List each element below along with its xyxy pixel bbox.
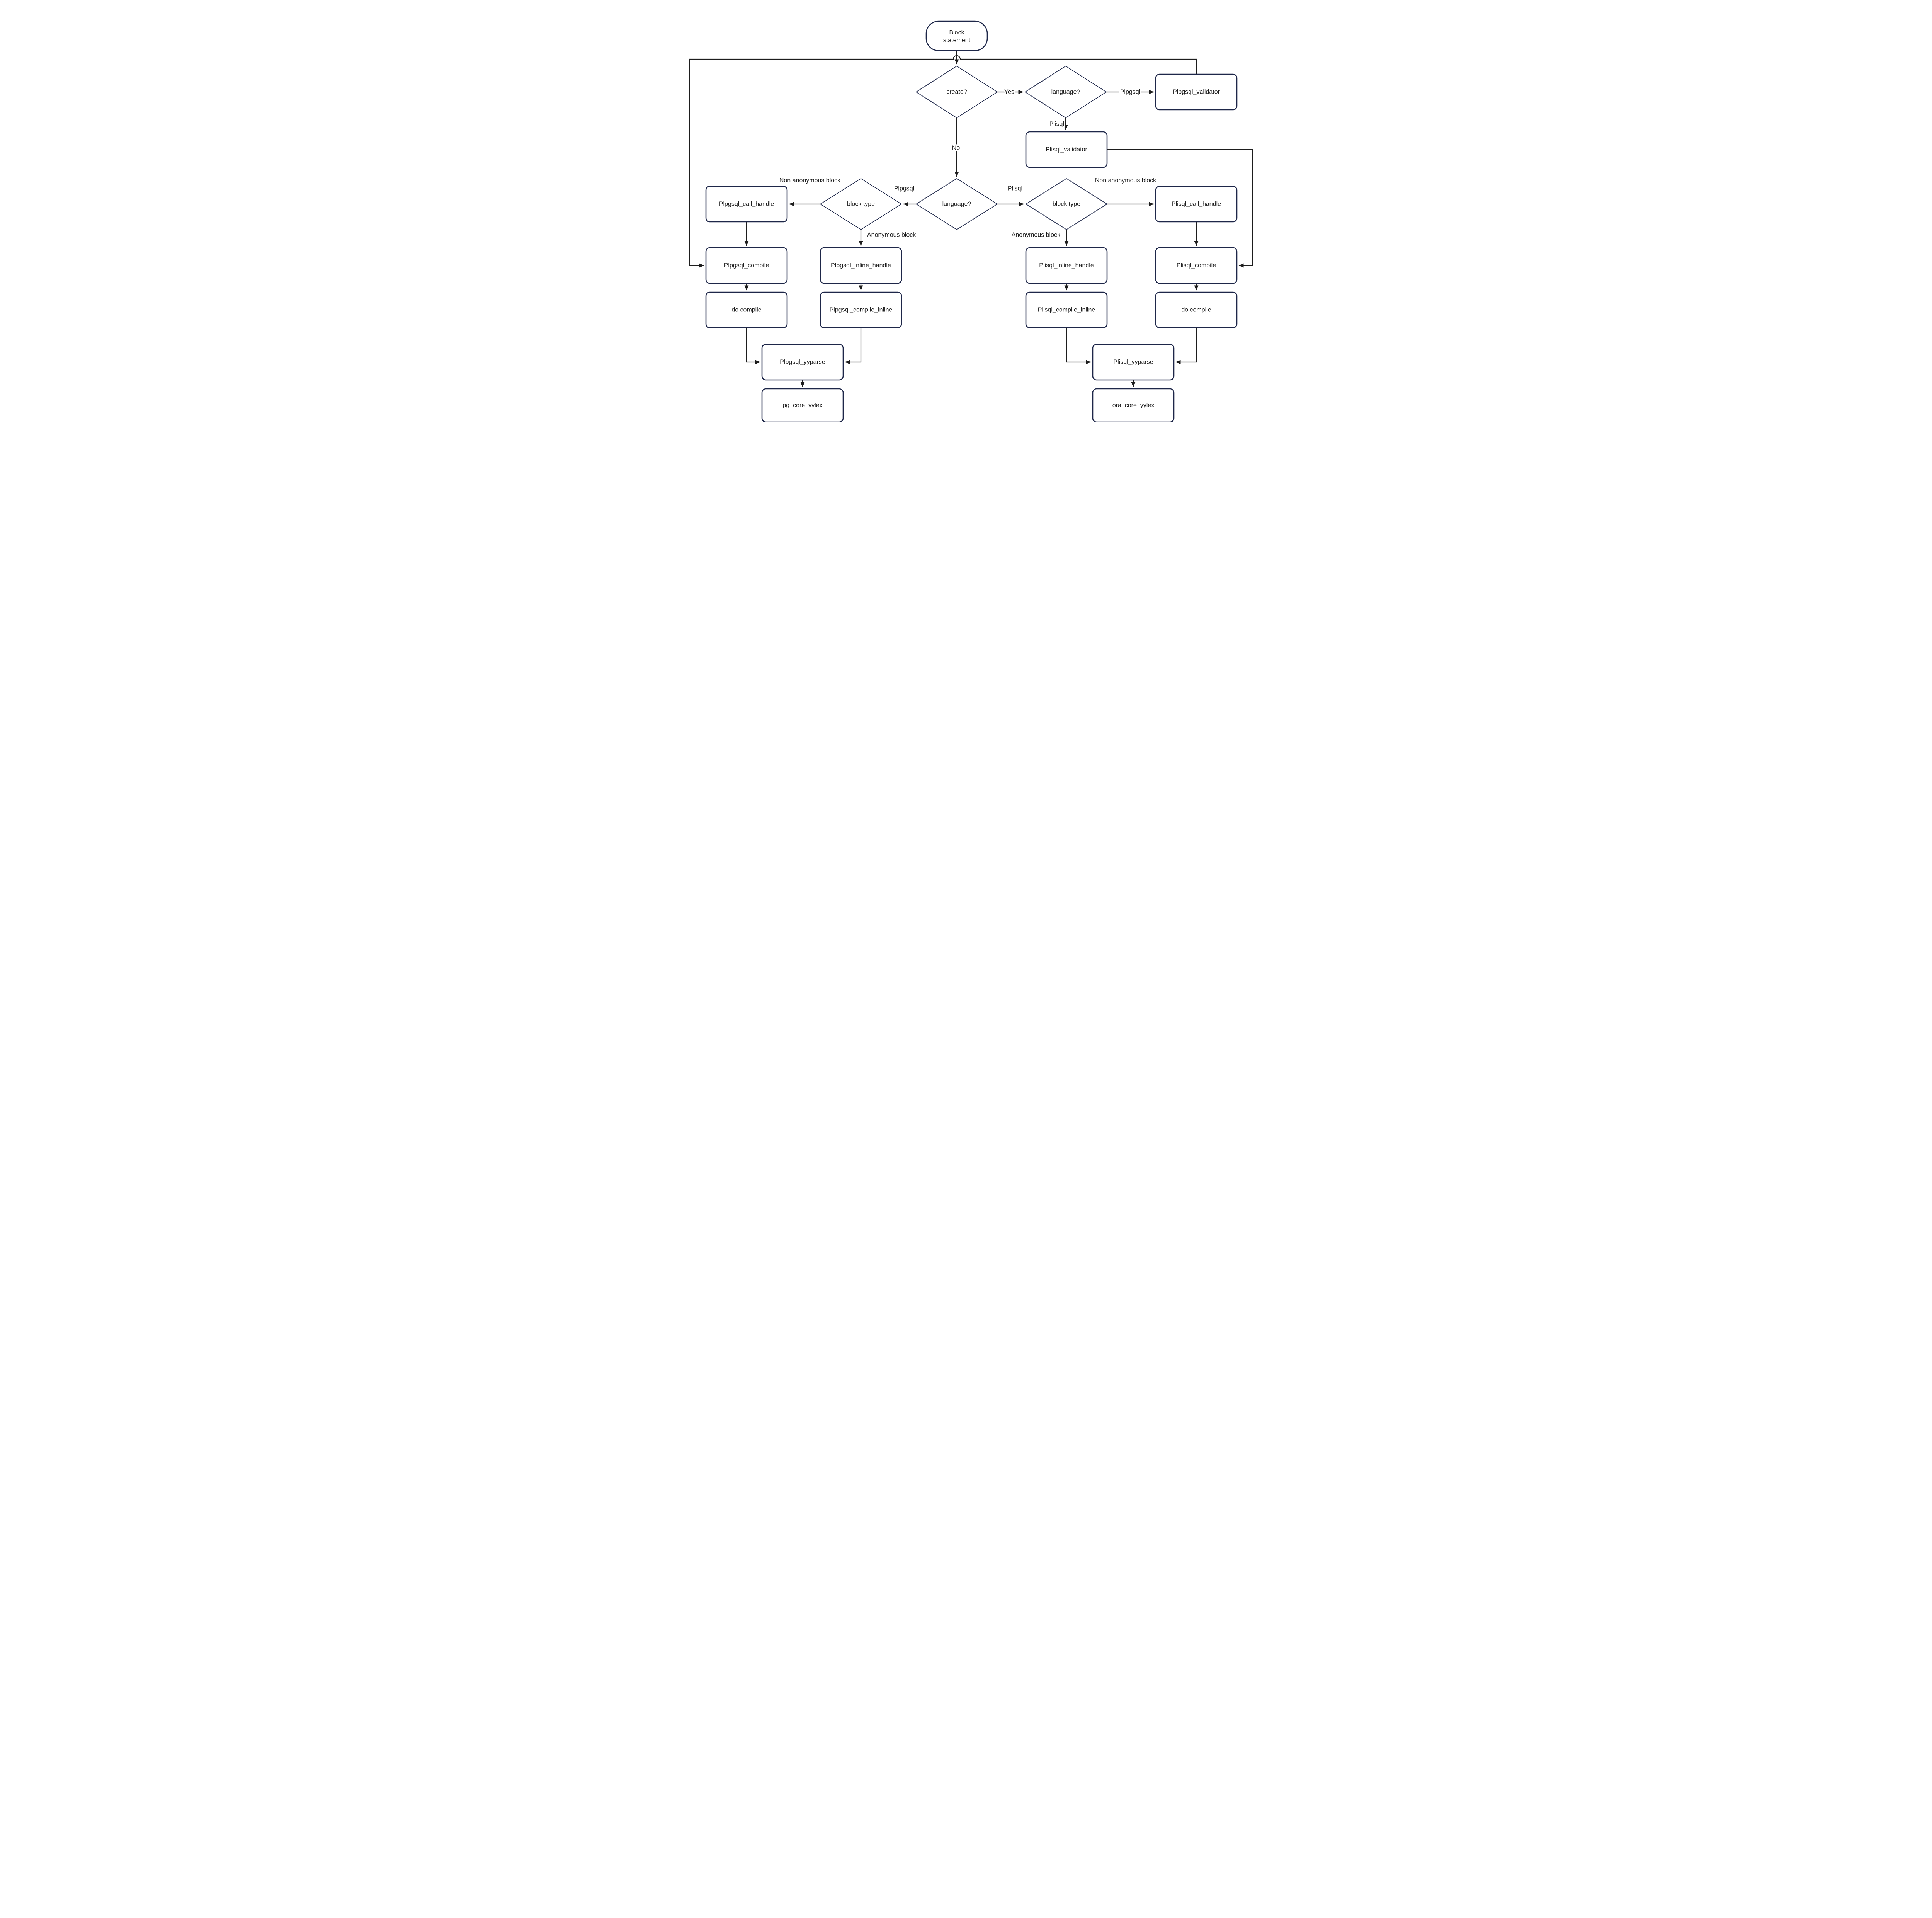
- edge-label-plisql-block: Plisql: [1007, 186, 1022, 192]
- create-decision-shape: [915, 65, 998, 119]
- node-do-compile-right: do compile: [1155, 291, 1237, 328]
- node-plisql-inline-handle: Plisql_inline_handle: [1025, 247, 1107, 284]
- language-block-decision-shape: [915, 178, 998, 230]
- plpgsql-call-handle-label: Plpgsql_call_handle: [719, 201, 774, 208]
- language-create-decision-label: language?: [1051, 89, 1080, 95]
- node-plpgsql-validator: Plpgsql_validator: [1155, 73, 1237, 111]
- ora-core-yylex-label: ora_core_yylex: [1112, 402, 1154, 409]
- node-plisql-compile-inline: Plisql_compile_inline: [1025, 291, 1107, 328]
- plpgsql-compile-inline-label: Plpgsql_compile_inline: [829, 307, 892, 313]
- node-pg-core-yylex: pg_core_yylex: [761, 388, 844, 422]
- edge-label-yes: Yes: [1004, 89, 1014, 95]
- edge-label-non-anonymous-left: Non anonymous block: [779, 177, 840, 184]
- plisql-compile-shape: [1155, 247, 1237, 284]
- node-create-decision: create?: [915, 65, 998, 119]
- node-ora-core-yylex: ora_core_yylex: [1092, 388, 1174, 422]
- plisql-validator-shape: [1025, 131, 1107, 168]
- plpgsql-call-handle-shape: [705, 186, 787, 223]
- plpgsql-compile-shape: [705, 247, 787, 284]
- node-block-type-left: block type: [819, 178, 902, 230]
- create-decision-label: create?: [946, 89, 967, 95]
- edge-compile-inline-to-yyparse-right: [1066, 328, 1091, 364]
- pg-core-yylex-label: pg_core_yylex: [782, 402, 822, 409]
- plisql-compile-inline-shape: [1025, 291, 1107, 328]
- node-plpgsql-compile: Plpgsql_compile: [705, 247, 787, 284]
- block-type-left-shape: [819, 178, 902, 230]
- plisql-compile-inline-label: Plisql_compile_inline: [1037, 307, 1095, 313]
- plisql-call-handle-label: Plisql_call_handle: [1171, 201, 1221, 208]
- do-compile-left-shape: [705, 291, 787, 328]
- plisql-yyparse-label: Plisql_yyparse: [1113, 359, 1153, 366]
- node-plisql-call-handle: Plisql_call_handle: [1155, 186, 1237, 223]
- edge-label-anonymous-left: Anonymous block: [867, 232, 916, 238]
- language-create-decision-shape: [1024, 65, 1107, 119]
- node-plpgsql-call-handle: Plpgsql_call_handle: [705, 186, 787, 223]
- do-compile-left-label: do compile: [731, 307, 761, 313]
- edge-compile-inline-to-yyparse-left: [845, 328, 861, 364]
- plisql-call-handle-shape: [1155, 186, 1237, 223]
- node-plpgsql-inline-handle: Plpgsql_inline_handle: [820, 247, 902, 284]
- plpgsql-validator-label: Plpgsql_validator: [1173, 89, 1220, 95]
- node-block-type-right: block type: [1025, 178, 1108, 230]
- edge-plisql-validator-to-plisql-compile: [1107, 149, 1253, 268]
- node-language-create-decision: language?: [1024, 65, 1107, 119]
- plpgsql-yyparse-label: Plpgsql_yyparse: [780, 359, 825, 366]
- node-do-compile-left: do compile: [705, 291, 787, 328]
- block-type-right-shape: [1025, 178, 1108, 230]
- plisql-validator-label: Plisql_validator: [1046, 146, 1087, 153]
- node-plisql-yyparse: Plisql_yyparse: [1092, 344, 1174, 381]
- node-plisql-validator: Plisql_validator: [1025, 131, 1107, 168]
- edge-label-plisql-create: Plisql: [1049, 121, 1064, 128]
- edge-do-compile-to-yyparse-left: [746, 328, 760, 364]
- ora-core-yylex-shape: [1092, 388, 1174, 422]
- edge-plpgsql-validator-to-plpgsql-compile: [689, 55, 1197, 268]
- edge-label-plpgsql-create: Plpgsql: [1120, 89, 1140, 95]
- block-type-right-label: block type: [1052, 201, 1080, 208]
- plpgsql-compile-inline-shape: [820, 291, 902, 328]
- block-type-left-label: block type: [847, 201, 874, 208]
- plpgsql-yyparse-shape: [761, 344, 844, 381]
- plisql-yyparse-shape: [1092, 344, 1174, 381]
- edge-do-compile-to-yyparse-right: [1175, 328, 1197, 364]
- do-compile-right-shape: [1155, 291, 1237, 328]
- plpgsql-inline-handle-label: Plpgsql_inline_handle: [831, 262, 891, 269]
- plpgsql-compile-label: Plpgsql_compile: [724, 262, 769, 269]
- edge-label-plpgsql-block: Plpgsql: [894, 186, 914, 192]
- plpgsql-inline-handle-shape: [820, 247, 902, 284]
- edge-label-non-anonymous-right: Non anonymous block: [1095, 177, 1156, 184]
- node-plpgsql-compile-inline: Plpgsql_compile_inline: [820, 291, 902, 328]
- plisql-compile-label: Plisql_compile: [1176, 262, 1216, 269]
- node-plisql-compile: Plisql_compile: [1155, 247, 1237, 284]
- plisql-inline-handle-label: Plisql_inline_handle: [1039, 262, 1094, 269]
- plisql-inline-handle-shape: [1025, 247, 1107, 284]
- pg-core-yylex-shape: [761, 388, 844, 422]
- do-compile-right-label: do compile: [1181, 307, 1211, 313]
- edge-label-no: No: [952, 145, 960, 151]
- language-block-decision-label: language?: [942, 201, 971, 208]
- edge-label-anonymous-right: Anonymous block: [1011, 232, 1060, 238]
- block-statement-shape: [925, 20, 988, 51]
- plpgsql-validator-shape: [1155, 73, 1237, 111]
- node-plpgsql-yyparse: Plpgsql_yyparse: [761, 344, 844, 381]
- node-language-block-decision: language?: [915, 178, 998, 230]
